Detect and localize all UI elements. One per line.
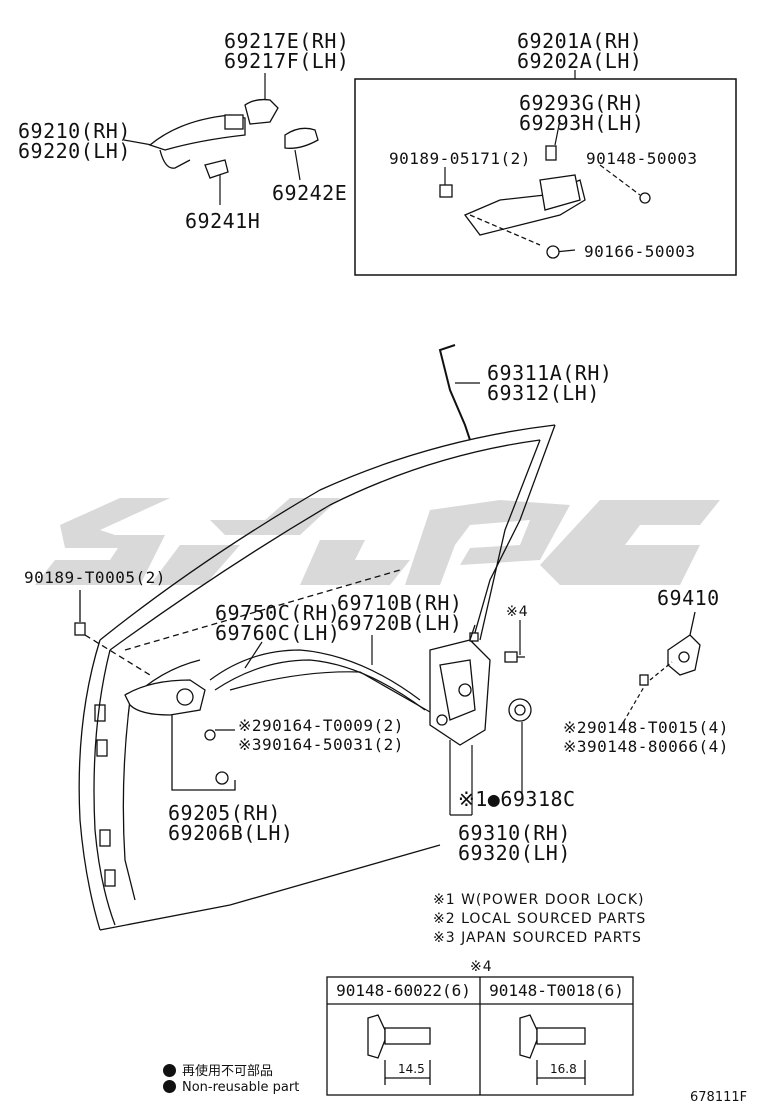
- table-mark: ※4: [470, 959, 493, 975]
- non-reusable-dot-icon: [163, 1064, 176, 1077]
- rod-drawing: [438, 344, 471, 441]
- label-69201a[interactable]: 69201A(RH): [517, 29, 643, 53]
- label-90148-t0015[interactable]: ※290148-T0015(4): [563, 718, 729, 737]
- label-69710b[interactable]: 69710B(RH): [337, 591, 463, 615]
- striker-drawing: [639, 611, 701, 686]
- outside-handle-drawing: [148, 98, 319, 179]
- cables-drawing: [209, 635, 431, 713]
- label-69205[interactable]: 69205(RH): [168, 801, 281, 825]
- note-3: ※3 JAPAN SOURCED PARTS: [433, 930, 642, 946]
- label-69318c[interactable]: ※1●69318C: [458, 787, 576, 811]
- label-90164-t0009[interactable]: ※290164-T0009(2): [238, 716, 404, 735]
- note-2: ※2 LOCAL SOURCED PARTS: [433, 911, 647, 927]
- label-69210[interactable]: 69210(RH): [18, 119, 131, 143]
- label-69202a[interactable]: 69202A(LH): [517, 49, 643, 73]
- label-69293g[interactable]: 69293G(RH): [519, 91, 645, 115]
- label-69242e[interactable]: 69242E: [272, 181, 348, 205]
- label-90166-50003[interactable]: 90166-50003: [584, 242, 696, 261]
- label-69720b[interactable]: 69720B(LH): [337, 611, 463, 635]
- dimension-2: 16.8: [550, 1062, 577, 1076]
- label-69220[interactable]: 69220(LH): [18, 139, 131, 163]
- label-69310[interactable]: 69310(RH): [458, 821, 571, 845]
- handle-frame-assembly-drawing: [439, 145, 651, 259]
- label-69217f[interactable]: 69217F(LH): [224, 49, 350, 73]
- door-lock-drawing: [429, 624, 532, 746]
- label-90148-50003[interactable]: 90148-50003: [586, 149, 698, 168]
- non-reusable-dot-icon: [163, 1080, 176, 1093]
- label-69241h[interactable]: 69241H: [185, 209, 261, 233]
- legend-jp-text: 再使用不可部品: [182, 1064, 274, 1079]
- label-90164-50031[interactable]: ※390164-50031(2): [238, 735, 404, 754]
- note-1: ※1 W(POWER DOOR LOCK): [433, 892, 645, 908]
- label-90148-80066[interactable]: ※390148-80066(4): [563, 737, 729, 756]
- inside-handle-drawing: [74, 590, 236, 791]
- legend-jp: 再使用不可部品: [163, 1060, 273, 1079]
- label-90189-05171[interactable]: 90189-05171(2): [389, 149, 531, 168]
- label-69311a[interactable]: 69311A(RH): [487, 361, 613, 385]
- label-69320[interactable]: 69320(LH): [458, 841, 571, 865]
- legend-en: Non-reusable part: [163, 1080, 299, 1095]
- label-69312[interactable]: 69312(LH): [487, 381, 600, 405]
- label-69217e[interactable]: 69217E(RH): [224, 29, 350, 53]
- label-69410[interactable]: 69410: [657, 586, 720, 610]
- legend-en-text: Non-reusable part: [182, 1080, 300, 1095]
- assembly-frame: [354, 78, 737, 276]
- watermark-logo: [35, 498, 720, 585]
- label-mark4: ※4: [506, 604, 529, 620]
- screw-table-drawing: [326, 976, 634, 1096]
- label-69760c[interactable]: 69760C(LH): [215, 621, 341, 645]
- door-frame-drawing: [78, 424, 556, 931]
- label-69750c[interactable]: 69750C(RH): [215, 601, 341, 625]
- label-90189-t0005[interactable]: 90189-T0005(2): [24, 568, 166, 587]
- dimension-1: 14.5: [398, 1062, 425, 1076]
- table-header-1[interactable]: 90148-60022(6): [336, 981, 471, 1000]
- label-69293h[interactable]: 69293H(LH): [519, 111, 645, 135]
- label-69206b[interactable]: 69206B(LH): [168, 821, 294, 845]
- table-header-2[interactable]: 90148-T0018(6): [489, 981, 624, 1000]
- figure-id: 678111F: [690, 1090, 748, 1105]
